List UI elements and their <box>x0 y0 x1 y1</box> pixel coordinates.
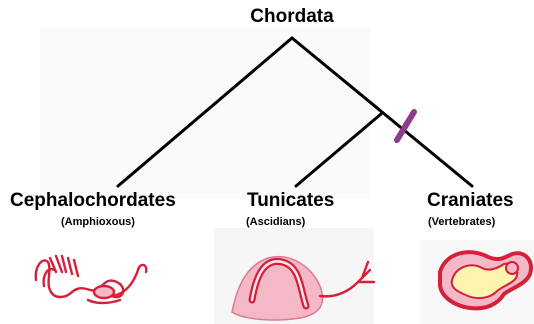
clade-example-tunicates: (Ascidians) <box>246 216 305 228</box>
amphioxus-icon <box>36 256 147 303</box>
clade-name-tunicates: Tunicates <box>247 190 334 212</box>
clade-name-craniates: Craniates <box>427 190 514 212</box>
clade-example-craniates: (Vertebrates) <box>428 216 495 228</box>
root-label: Chordata <box>250 6 333 28</box>
clade-name-cephalochordates: Cephalochordates <box>10 190 176 212</box>
clade-example-cephalochordates: (Amphioxous) <box>61 216 135 228</box>
